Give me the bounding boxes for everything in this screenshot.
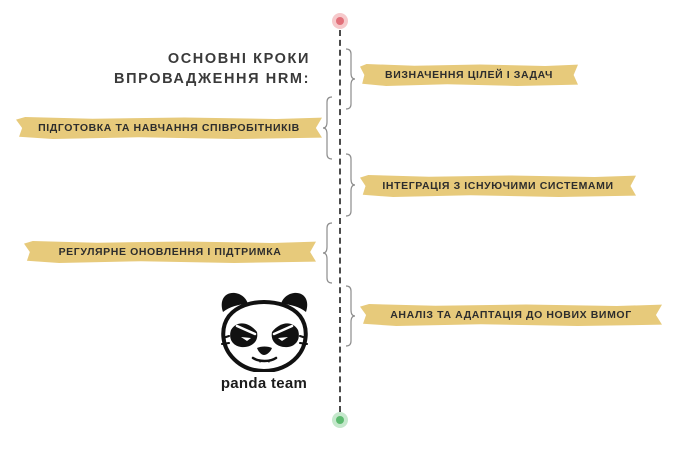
title-line-1: ОСНОВНІ КРОКИ bbox=[167, 51, 310, 67]
step-2-label: ПІДГОТОВКА ТА НАВЧАННЯ СПІВРОБІТНИКІВ bbox=[16, 117, 322, 139]
timeline-end-dot bbox=[332, 412, 348, 428]
step-3-brace bbox=[345, 153, 356, 217]
panda-face-icon bbox=[221, 292, 308, 372]
step-1-brace bbox=[345, 48, 356, 110]
timeline-line bbox=[339, 30, 341, 412]
step-5-brace bbox=[345, 285, 356, 347]
step-2-brace bbox=[322, 96, 333, 160]
title-line-2: ВПРОВАДЖЕННЯ HRM: bbox=[114, 71, 310, 87]
step-4-brace bbox=[322, 222, 333, 284]
step-3-label: ІНТЕГРАЦІЯ З ІСНУЮЧИМИ СИСТЕМАМИ bbox=[360, 175, 636, 197]
page-title: ОСНОВНІ КРОКИ ВПРОВАДЖЕННЯ HRM: bbox=[98, 49, 310, 89]
logo-text: panda team bbox=[220, 375, 308, 392]
step-5-label: АНАЛІЗ ТА АДАПТАЦІЯ ДО НОВИХ ВИМОГ bbox=[360, 304, 662, 326]
step-1-label: ВИЗНАЧЕННЯ ЦІЛЕЙ І ЗАДАЧ bbox=[360, 64, 578, 86]
timeline-start-dot bbox=[332, 13, 348, 29]
step-4-label: РЕГУЛЯРНЕ ОНОВЛЕННЯ І ПІДТРИМКА bbox=[24, 241, 316, 263]
